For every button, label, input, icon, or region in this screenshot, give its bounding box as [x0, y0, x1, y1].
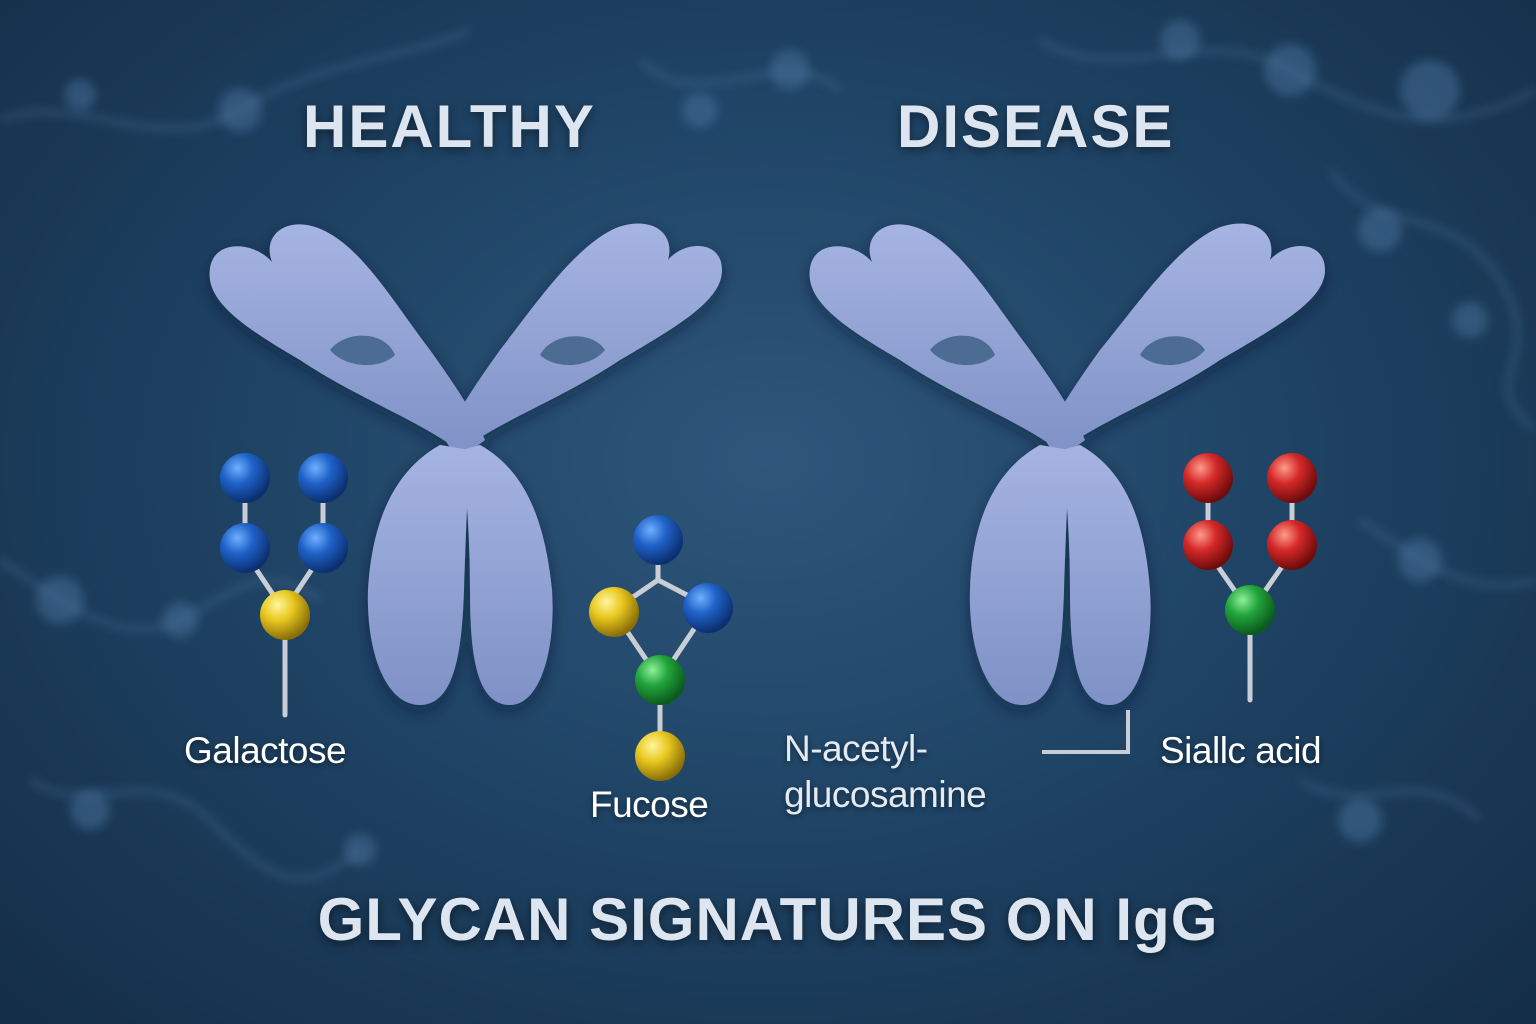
glycan-sialic-acid: [1183, 453, 1317, 703]
galactose-node: [633, 515, 683, 565]
mannose-node: [260, 590, 310, 640]
label-nacetyl-line1: N-acetyl-: [784, 728, 928, 769]
glcnac-node: [1225, 585, 1275, 635]
sialic-node: [1267, 520, 1317, 570]
diagram-title: GLYCAN SIGNATURES ON IgG: [317, 886, 1219, 953]
galactose-node: [220, 453, 270, 503]
sialic-node: [1183, 453, 1233, 503]
label-nacetyl-line2: glucosamine: [784, 774, 987, 815]
mannose-node: [589, 587, 639, 637]
background-nodes: [36, 20, 1488, 866]
antibody-healthy: [209, 223, 722, 705]
galactose-node: [298, 523, 348, 573]
label-fucose: Fucose: [590, 784, 709, 825]
label-sialic-acid: Siallc acid: [1160, 730, 1322, 771]
glcnac-node: [635, 655, 685, 705]
glcnac-connector: [1042, 710, 1130, 754]
galactose-node: [683, 583, 733, 633]
antibody-disease: [809, 223, 1325, 705]
galactose-node: [298, 453, 348, 503]
sialic-node: [1183, 520, 1233, 570]
label-galactose: Galactose: [184, 730, 347, 771]
galactose-node: [220, 523, 270, 573]
glycan-fucose: [589, 515, 733, 781]
mannose-node: [635, 731, 685, 781]
heading-disease: DISEASE: [897, 93, 1175, 160]
sialic-node: [1267, 453, 1317, 503]
glycan-galactose: [220, 453, 348, 718]
heading-healthy: HEALTHY: [303, 93, 596, 160]
